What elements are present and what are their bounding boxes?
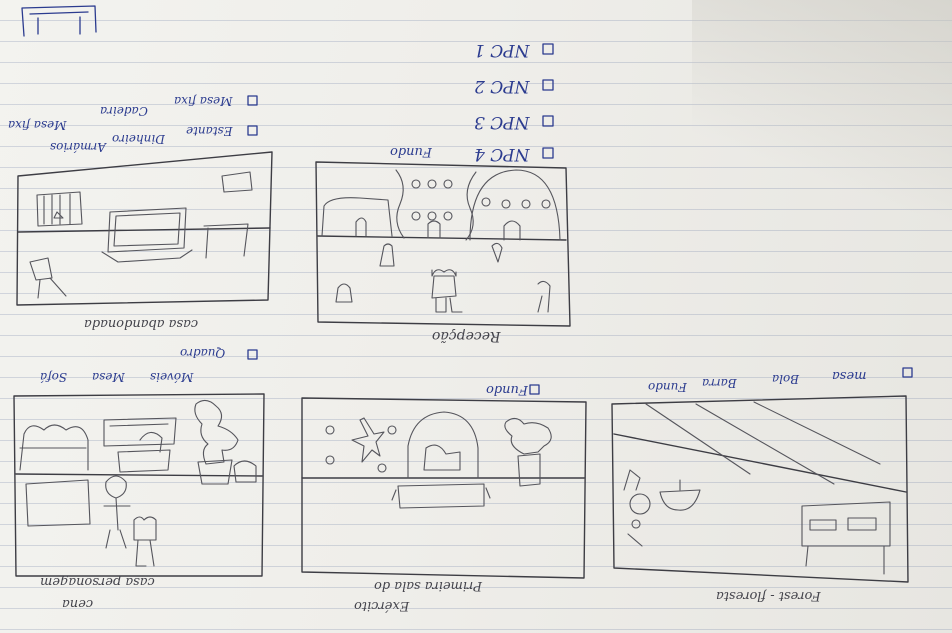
panel-forest xyxy=(611,395,909,583)
room5-note-3: Barra xyxy=(702,376,737,390)
room1-note-5: Dinheiro xyxy=(112,132,165,146)
npc-3-label: NPC 3 xyxy=(474,112,530,132)
room5-note-4: Fundo xyxy=(648,380,687,394)
room4-note-fundo: Fundo xyxy=(486,382,528,397)
panel-recepcao xyxy=(315,161,571,327)
corner-doodle xyxy=(21,5,97,37)
panel-primeira-sala xyxy=(301,397,587,579)
room4-label: Primeira sala do xyxy=(374,578,483,593)
npc-1-label: NPC 1 xyxy=(474,40,530,60)
room1-note-3: Mesa fixa xyxy=(8,118,67,132)
panel-casa-personagem xyxy=(13,393,265,577)
room3-note-4: Sofá xyxy=(40,370,68,384)
npc-4-label: NPC 4 xyxy=(474,144,530,164)
room1-label: casa abandonada xyxy=(84,316,199,331)
room2-label: Recepção xyxy=(432,328,501,344)
room4-label2: Exército xyxy=(354,598,410,613)
room3-label: casa personagem xyxy=(40,574,155,589)
npc-fundo-label: Fundo xyxy=(390,144,432,159)
room1-note-2: Cadeira xyxy=(100,104,148,118)
room3-label2: cena xyxy=(62,596,94,611)
paper-shadow xyxy=(692,0,952,230)
room3-note-2: Móveis xyxy=(150,370,194,384)
room5-label: Forest - floresta xyxy=(716,588,821,603)
npc-checkboxes xyxy=(247,43,913,395)
panel-casa-abandonada xyxy=(16,151,273,306)
room3-note-1: Quadro xyxy=(180,346,226,360)
room1-note-6: Armários xyxy=(50,140,106,154)
room5-note-1: mesa xyxy=(832,368,867,383)
npc-2-label: NPC 2 xyxy=(474,76,530,96)
room1-note-4: Estante xyxy=(186,124,233,138)
room5-note-2: Bola xyxy=(772,372,800,386)
room3-note-3: Mesa xyxy=(92,370,125,384)
room1-note-1: Mesa fixa xyxy=(174,94,233,108)
